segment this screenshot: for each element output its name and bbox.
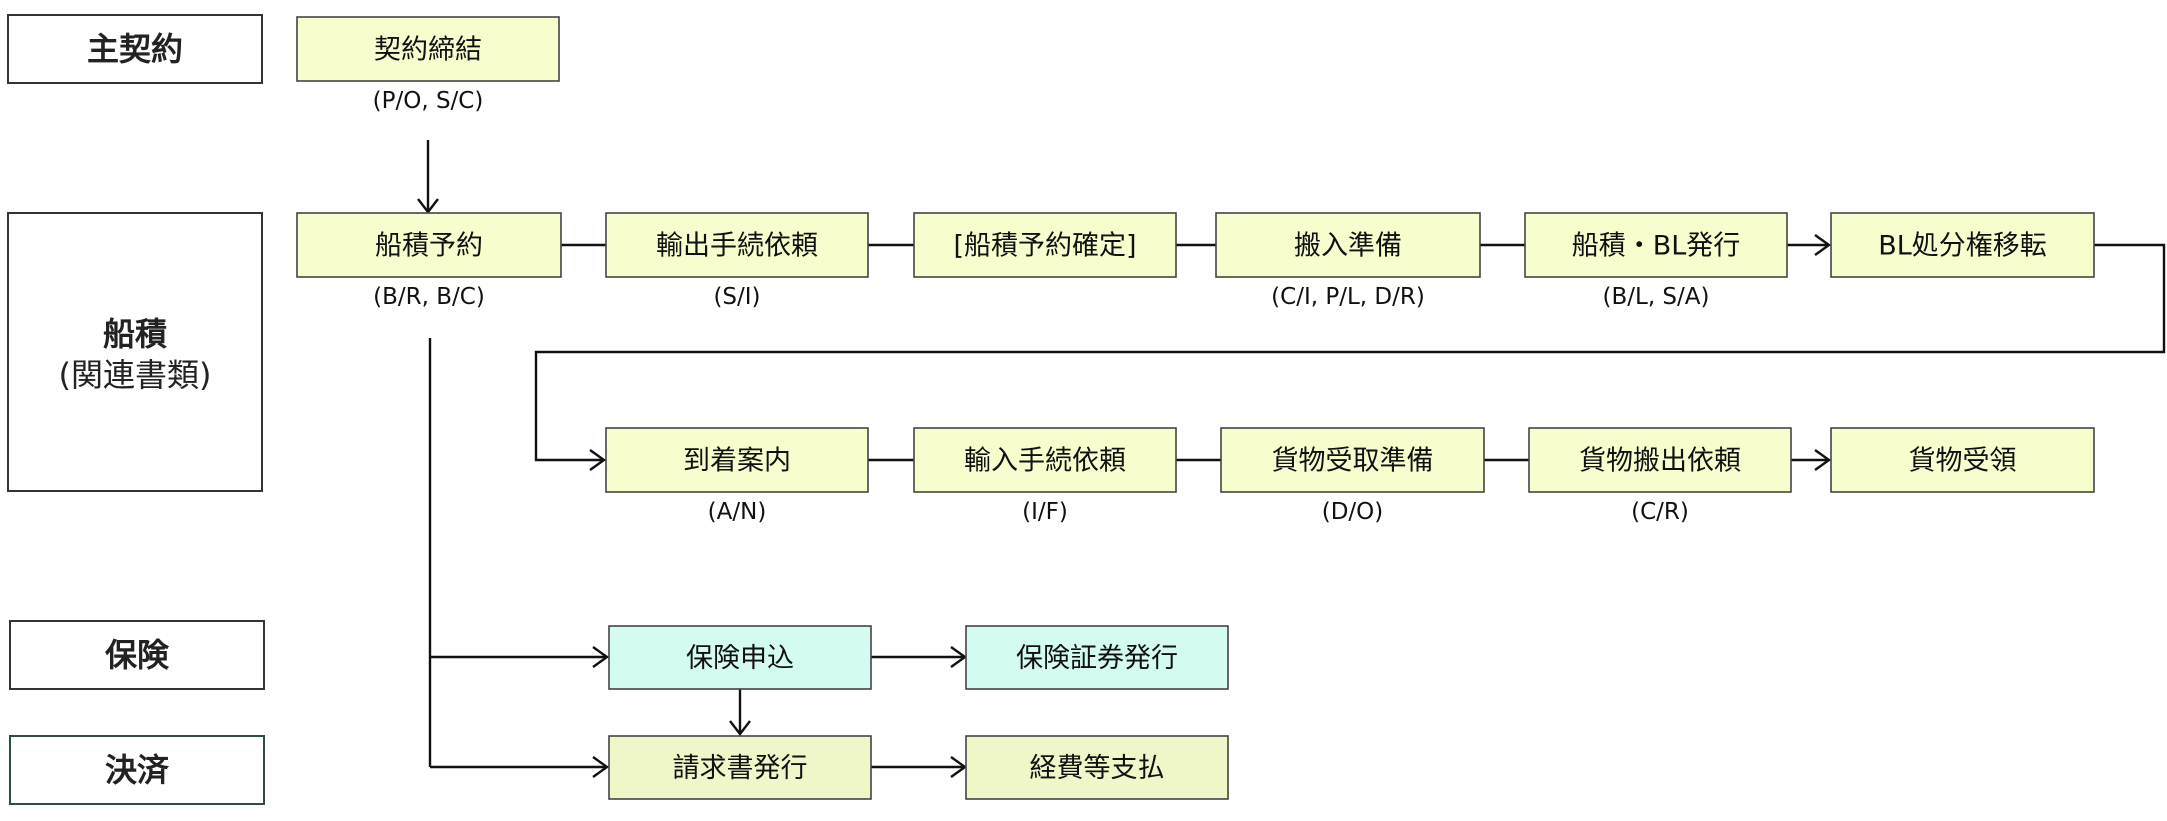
step-receipt-prep: 貨物受取準備 (D/O) bbox=[1220, 427, 1485, 525]
step-box bbox=[296, 16, 560, 82]
step-documents: (C/R) bbox=[1631, 499, 1689, 525]
step-label: 到着案内 bbox=[683, 446, 791, 477]
step-label: 貨物搬出依頼 bbox=[1579, 446, 1741, 477]
step-box bbox=[1528, 427, 1792, 493]
step-label: 請求書発行 bbox=[673, 753, 808, 784]
lane-label-box bbox=[9, 735, 265, 805]
step-label: 保険申込 bbox=[686, 643, 794, 674]
step-box bbox=[608, 735, 872, 800]
step-box bbox=[913, 427, 1177, 493]
step-loading-bl: 船積・BL発行 (B/L, S/A) bbox=[1524, 212, 1788, 310]
process-steps: 契約締結 (P/O, S/C) 船積予約 (B/R, B/C) 輸出手続依頼 (S/I) [… bbox=[296, 16, 2095, 800]
step-documents: (D/O) bbox=[1322, 499, 1384, 525]
step-bl-transfer: BL処分権移転 bbox=[1830, 212, 2095, 278]
step-box bbox=[965, 625, 1229, 690]
connectors bbox=[417, 140, 2166, 778]
lane-label-settlement: 決済 bbox=[105, 751, 170, 789]
step-box bbox=[1830, 212, 2095, 278]
arrow-head-icon bbox=[1814, 449, 1832, 471]
connector-wrap bbox=[534, 243, 2166, 462]
arrow-head-icon bbox=[950, 756, 968, 778]
arrow-head-icon bbox=[417, 198, 439, 214]
step-documents: (B/R, B/C) bbox=[373, 284, 485, 310]
arrow-head-icon bbox=[592, 756, 610, 778]
arrow-head-icon bbox=[1814, 234, 1832, 256]
lane-settlement: 決済 bbox=[9, 735, 265, 805]
step-policy-issue: 保険証券発行 bbox=[965, 625, 1229, 690]
step-box bbox=[965, 735, 1229, 800]
step-arrival: 到着案内 (A/N) bbox=[605, 427, 869, 525]
lane-label-box bbox=[7, 212, 263, 492]
step-documents: (A/N) bbox=[708, 499, 767, 525]
step-label: 船積予約 bbox=[375, 231, 483, 262]
lane-shipping: 船積 (関連書類) bbox=[7, 212, 263, 492]
lane-label-box bbox=[9, 620, 265, 690]
step-contract: 契約締結 (P/O, S/C) bbox=[296, 16, 560, 114]
step-label: 貨物受領 bbox=[1909, 446, 2017, 477]
step-delivery-prep: 搬入準備 (C/I, P/L, D/R) bbox=[1215, 212, 1481, 310]
step-box bbox=[1524, 212, 1788, 278]
lane-label-box bbox=[7, 14, 263, 84]
arrow-head-icon bbox=[729, 720, 751, 736]
step-label: 搬入準備 bbox=[1294, 231, 1402, 262]
step-documents: (B/L, S/A) bbox=[1603, 284, 1710, 310]
step-label: 船積・BL発行 bbox=[1572, 231, 1741, 262]
step-documents: (S/I) bbox=[713, 284, 760, 310]
step-box bbox=[605, 427, 869, 493]
step-label: 輸出手続依頼 bbox=[656, 231, 818, 262]
step-label: [船積予約確定] bbox=[953, 231, 1136, 262]
step-label: 輸入手続依頼 bbox=[964, 446, 1126, 477]
step-box bbox=[1220, 427, 1485, 493]
step-box bbox=[1830, 427, 2095, 493]
step-cargo-receipt: 貨物受領 bbox=[1830, 427, 2095, 493]
step-label: 貨物受取準備 bbox=[1272, 446, 1434, 477]
lane-insurance: 保険 bbox=[9, 620, 265, 690]
arrow-head-icon bbox=[592, 646, 610, 668]
step-booking-confirm: [船積予約確定] bbox=[913, 212, 1177, 278]
step-box bbox=[913, 212, 1177, 278]
step-documents: (C/I, P/L, D/R) bbox=[1271, 284, 1425, 310]
step-box bbox=[605, 212, 869, 278]
step-release-request: 貨物搬出依頼 (C/R) bbox=[1528, 427, 1792, 525]
step-box bbox=[296, 212, 562, 278]
arrow-head-icon bbox=[950, 646, 968, 668]
arrow-head-icon bbox=[589, 449, 607, 471]
step-box bbox=[608, 625, 872, 690]
step-documents: (P/O, S/C) bbox=[373, 88, 484, 114]
step-label: 経費等支払 bbox=[1030, 753, 1165, 784]
step-documents: (I/F) bbox=[1022, 499, 1068, 525]
step-insurance-apply: 保険申込 bbox=[608, 625, 872, 690]
lane-label-shipping: 船積 bbox=[103, 315, 167, 353]
step-import-request: 輸入手続依頼 (I/F) bbox=[913, 427, 1177, 525]
lane-sublabel-shipping: (関連書類) bbox=[59, 356, 212, 394]
lane-label-insurance: 保険 bbox=[105, 636, 170, 674]
lane-label-main-contract: 主契約 bbox=[87, 30, 183, 68]
step-label: 保険証券発行 bbox=[1016, 643, 1178, 674]
step-label: BL処分権移転 bbox=[1878, 231, 2047, 262]
lane-main-contract: 主契約 bbox=[7, 14, 263, 84]
step-booking: 船積予約 (B/R, B/C) bbox=[296, 212, 562, 310]
step-export-request: 輸出手続依頼 (S/I) bbox=[605, 212, 869, 310]
step-box bbox=[1215, 212, 1481, 278]
step-label: 契約締結 bbox=[374, 35, 482, 66]
step-invoice-issue: 請求書発行 bbox=[608, 735, 872, 800]
step-expense-payment: 経費等支払 bbox=[965, 735, 1229, 800]
